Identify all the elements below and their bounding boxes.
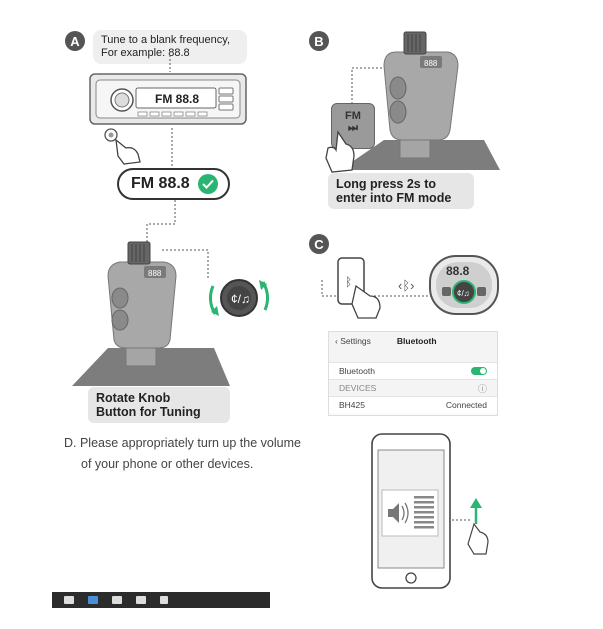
step-d-line-1: D. Please appropriately turn up the volu… (64, 436, 301, 450)
bt-toggle-row: Bluetooth (329, 362, 497, 379)
checkmark-icon (197, 174, 218, 194)
step-a-label-line-1: Rotate Knob (96, 391, 171, 405)
frequency-pill: FM 88.8 (117, 168, 230, 200)
bt-header: ‹ Settings Bluetooth (329, 332, 497, 350)
document-icon[interactable] (64, 596, 74, 604)
bt-device-name: BH425 (339, 400, 365, 410)
bt-header-title: Bluetooth (396, 336, 437, 346)
callout-line-1: Tune to a blank frequency, (101, 34, 231, 46)
fm-button-top: FM (345, 110, 361, 122)
bt-devices-label: DEVICES (339, 383, 377, 393)
bluetooth-signal-icon: ‹ᛒ› (398, 278, 415, 293)
step-a-callout: Tune to a blank frequency, For example: … (93, 30, 247, 64)
arrow-icon[interactable] (160, 596, 168, 604)
fm-transmitter-illustration: 888 (72, 241, 230, 386)
svg-text:ᛒ: ᛒ (345, 275, 352, 289)
bt-toggle-label: Bluetooth (339, 366, 375, 376)
svg-text:¢/♫: ¢/♫ (231, 292, 250, 306)
frequency-pill-text: FM 88.8 (131, 175, 190, 192)
transmitter-top-view-illustration: ¢/♫ (429, 255, 499, 315)
step-b-label-line-1: Long press 2s to (336, 177, 437, 191)
hand-press-icon (104, 128, 141, 165)
svg-text:888: 888 (148, 269, 162, 278)
step-a-badge: A (65, 31, 85, 51)
step-d-text: D. Please appropriately turn up the volu… (64, 433, 301, 475)
svg-text:888: 888 (424, 59, 438, 68)
bt-device-row[interactable]: BH425 Connected (329, 396, 497, 413)
step-d-line-2: of your phone or other devices. (81, 457, 254, 471)
rotate-knob-icon: ¢/♫ (208, 279, 270, 317)
bt-back-link[interactable]: ‹ Settings (335, 336, 371, 346)
bt-device-status: Connected (445, 400, 487, 410)
bluetooth-settings-panel: ‹ Settings Bluetooth Bluetooth DEVICES ⓘ… (328, 331, 498, 416)
hand-press-icon (325, 130, 355, 173)
callout-line-2: For example: 88.8 (101, 47, 190, 59)
step-b-label: Long press 2s to enter into FM mode (328, 173, 474, 209)
step-c-badge: C (309, 234, 329, 254)
bt-devices-row: DEVICES ⓘ (329, 379, 497, 396)
file-icon[interactable] (112, 596, 122, 604)
step-b-badge: B (309, 31, 329, 51)
car-radio-illustration (89, 73, 247, 125)
info-icon: ⓘ (477, 383, 487, 394)
phone-volume-illustration (371, 433, 489, 589)
fm-button-bottom: ⏭ (348, 122, 358, 134)
taskbar (52, 592, 270, 608)
fm-transmitter-b-illustration: 888 (340, 31, 500, 170)
chart-icon[interactable] (88, 596, 98, 604)
step-a-label-line-2: Button for Tuning (96, 405, 201, 419)
svg-text:¢/♫: ¢/♫ (457, 289, 470, 298)
bt-toggle-switch[interactable] (471, 367, 487, 375)
device-display-text: 88.8 (446, 264, 470, 278)
fm-button: FM ⏭ (331, 103, 375, 149)
step-a-label: Rotate Knob Button for Tuning (88, 387, 230, 423)
window-icon[interactable] (136, 596, 146, 604)
phone-bluetooth-illustration: ᛒ (337, 257, 381, 319)
step-b-label-line-2: enter into FM mode (336, 191, 452, 205)
radio-display-text: FM 88.8 (154, 92, 199, 106)
